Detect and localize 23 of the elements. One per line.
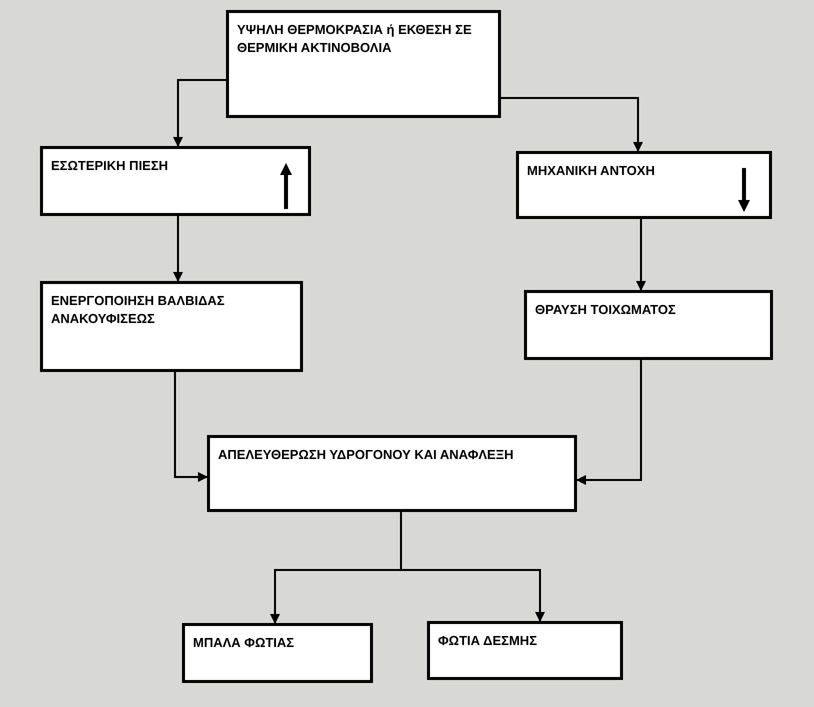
arrow <box>173 79 226 147</box>
arrow <box>576 360 642 485</box>
process-box <box>524 290 773 360</box>
arrow <box>501 97 643 152</box>
process-box <box>182 623 373 683</box>
box-text: ΜΗΧΑΝΙΚΗ ΑΝΤΟΧΗ <box>527 162 656 180</box>
box-text: ΘΡΑΥΣΗ ΤΟΙΧΩΜΑΤΟΣ <box>535 301 677 319</box>
process-box <box>40 281 303 372</box>
box-text: ΥΨΗΛΗ ΘΕΡΜΟΚΡΑΣΙΑ ή ΕΚΘΕΣΗ ΣΕ ΘΕΡΜΙΚΗ ΑΚΤΙΝΟΒΟΛΙΑ <box>237 21 473 57</box>
arrow <box>174 372 208 482</box>
box-text: ΦΩΤΙΑ ΔΕΣΜΗΣ <box>438 632 538 650</box>
process-box <box>40 146 311 216</box>
process-box <box>427 621 623 680</box>
process-box <box>226 10 501 118</box>
process-box <box>207 435 577 512</box>
arrow <box>636 219 646 291</box>
box-text: ΕΝΕΡΓΟΠΟΙΗΣΗ ΒΑΛΒΙΔΑΣ ΑΝΑΚΟΥΦΙΣΕΩΣ <box>51 292 226 328</box>
box-text: ΑΠΕΛΕΥΘΕΡΩΣΗ ΥΔΡΟΓΟΝΟΥ ΚΑΙ ΑΝΑΦΛΕΞΗ <box>218 446 514 464</box>
box-text: ΕΣΩΤΕΡΙΚΗ ΠΙΕΣΗ <box>51 157 170 175</box>
arrow <box>173 216 183 282</box>
box-text: ΜΠΑΛΑ ΦΩΤΙΑΣ <box>193 634 296 652</box>
arrow <box>400 512 545 622</box>
process-box <box>516 151 772 219</box>
